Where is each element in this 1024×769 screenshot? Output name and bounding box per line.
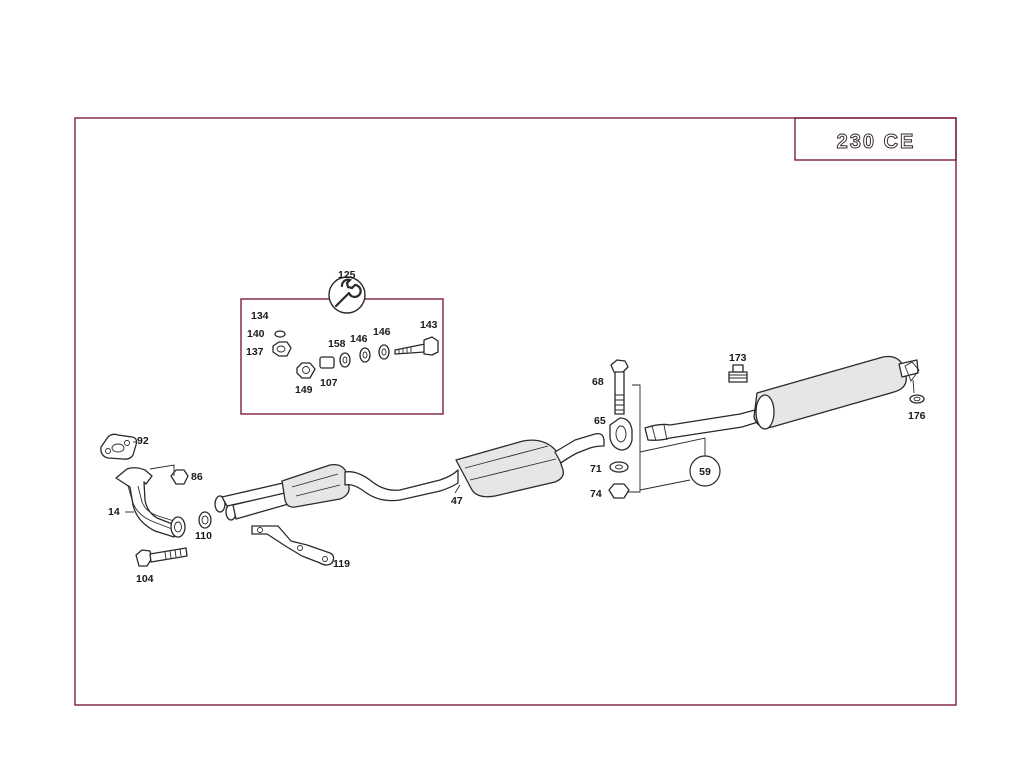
callout-68: 68 [592,376,604,388]
nut-74 [608,483,630,499]
pipe-134 [278,304,302,335]
callout-137: 137 [246,346,264,358]
callout-140: 140 [247,328,265,340]
nut-86 [170,469,189,485]
callout-92: 92 [137,435,149,447]
drawing-frame [74,117,957,706]
callout-134: 134 [251,310,269,322]
washer-140 [274,330,286,338]
callout-110: 110 [195,530,212,542]
model-badge: 230 CE [794,117,957,161]
rear-muffler [753,355,920,430]
callout-86: 86 [191,471,203,483]
ring-176 [909,394,925,404]
callout-14: 14 [108,506,120,518]
model-badge-text: 230 CE [837,131,916,153]
pipe-47 [344,432,605,502]
connector-pipe [644,409,759,442]
callout-74: 74 [590,488,602,500]
washer-146a [359,347,371,363]
kit-box [240,276,444,415]
pipe-flange-14 [170,516,186,538]
callout-173: 173 [729,352,747,364]
callout-71: 71 [590,463,602,475]
washer-146b [378,344,390,360]
spacer-158 [339,352,351,368]
callout-143: 143 [420,319,438,331]
nut-137 [272,341,292,357]
callout-146-b: 146 [373,326,391,338]
callout-65: 65 [594,415,606,427]
callout-149: 149 [295,384,313,396]
bolt-104 [135,547,188,567]
bolt-68 [610,359,629,415]
ring-110 [198,511,212,529]
leader-lines [125,379,915,513]
front-muffler [455,439,564,498]
sleeve-107 [319,356,335,369]
callout-labels: 14 47 59 65 68 71 74 86 92 104 107 110 1… [108,269,926,585]
callout-circle-59 [689,455,721,487]
clamp-65 [609,417,633,451]
wrench-icon-shape [334,278,362,308]
callout-176: 176 [908,410,926,422]
nut-149 [296,362,316,379]
hanger-173 [728,364,748,383]
bracket-119 [251,525,335,566]
bolt-143 [394,336,439,356]
callout-125: 125 [338,269,356,281]
callout-119: 119 [333,558,350,570]
callout-107: 107 [320,377,338,389]
front-pipe-14 [115,467,186,538]
washer-71 [609,461,629,473]
gasket-92 [100,433,138,460]
callout-59: 59 [699,466,711,478]
callout-158: 158 [328,338,346,350]
callout-47: 47 [451,495,463,507]
callout-104: 104 [136,573,154,585]
catalytic-converter [214,464,350,521]
callout-146-a: 146 [350,333,368,345]
